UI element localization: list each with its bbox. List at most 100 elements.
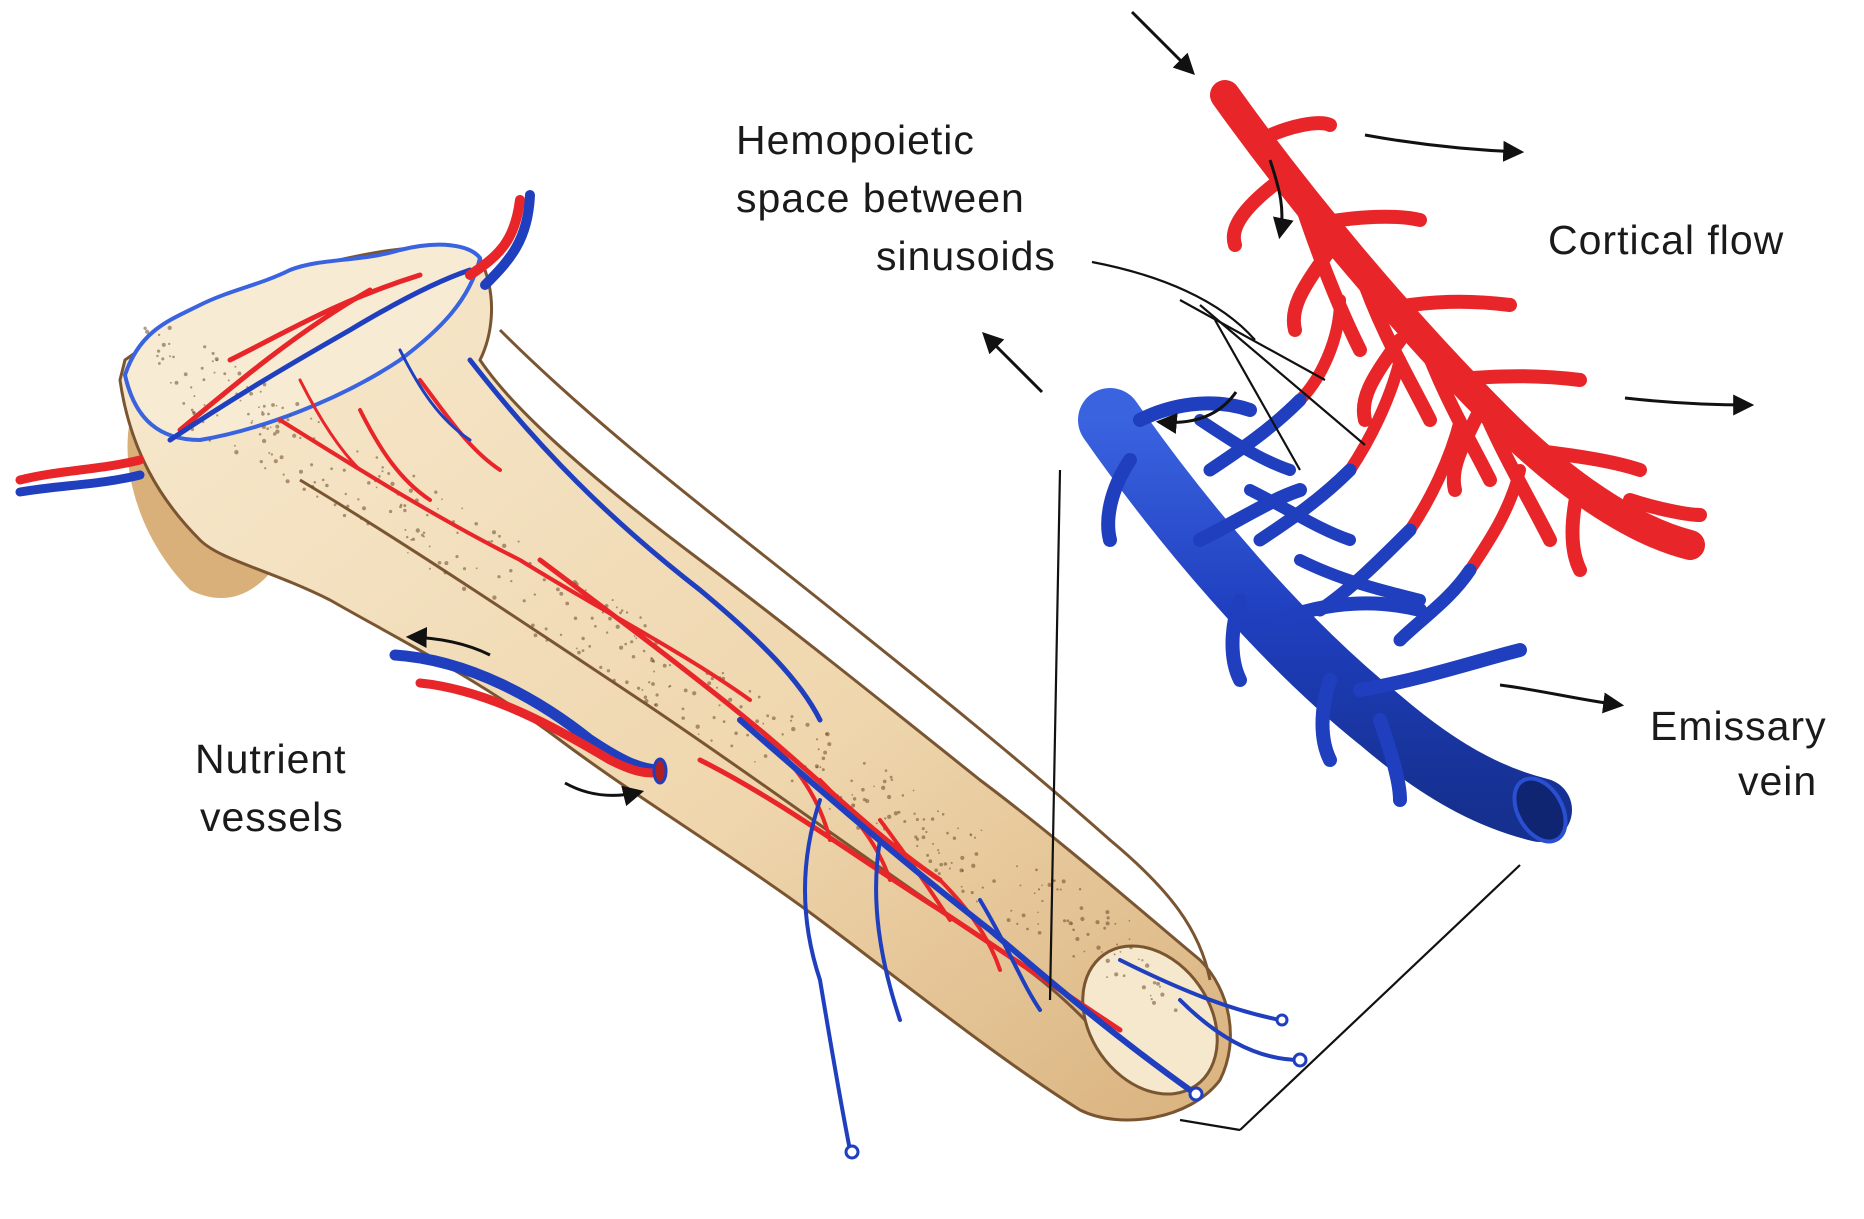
marrow-speckle (1106, 921, 1110, 925)
emissary-label-line1: Emissary (1650, 703, 1827, 749)
marrow-speckle (851, 794, 853, 796)
marrow-speckle (559, 592, 563, 596)
marrow-speckle (1038, 931, 1042, 935)
hemopoietic-label-line2: space between (736, 175, 1025, 221)
marrow-speckle (591, 617, 594, 620)
marrow-speckle (884, 817, 886, 819)
marrow-speckle (616, 606, 618, 608)
marrow-speckle (669, 685, 671, 687)
marrow-speckle (276, 405, 278, 407)
marrow-speckle (723, 720, 726, 723)
marrow-speckle (637, 687, 640, 690)
marrow-speckle (607, 669, 610, 672)
marrow-speckle (275, 425, 279, 429)
marrow-speckle (651, 682, 655, 686)
marrow-speckle (612, 599, 614, 601)
emissary-label-line2: vein (1738, 758, 1817, 804)
marrow-speckle (696, 725, 700, 729)
marrow-speckle (981, 829, 983, 831)
marrow-speckle (157, 349, 160, 352)
marrow-speckle (626, 611, 628, 613)
marrow-speckle (322, 479, 325, 482)
marrow-speckle (343, 514, 346, 517)
marrow-speckle (565, 602, 569, 606)
marrow-speckle (1066, 919, 1069, 922)
marrow-speckle (271, 453, 273, 455)
marrow-speckle (1056, 888, 1058, 890)
marrow-speckle (827, 742, 831, 746)
marrow-speckle (261, 412, 265, 416)
marrow-speckle (749, 690, 752, 693)
marrow-speckle (934, 868, 938, 872)
nutrient-label-line1: Nutrient (195, 736, 347, 782)
marrow-speckle (992, 879, 996, 883)
marrow-speckle (240, 400, 242, 402)
marrow-speckle (249, 392, 253, 396)
marrow-speckle (145, 330, 149, 334)
marrow-speckle (588, 645, 591, 648)
marrow-speckle (356, 450, 358, 452)
marrow-speckle (608, 617, 612, 621)
marrow-speckle (423, 531, 426, 534)
marrow-speckle (518, 541, 520, 543)
marrow-speckle (946, 832, 949, 835)
marrow-speckle (1072, 928, 1075, 931)
marrow-speckle (916, 838, 919, 841)
marrow-speckle (441, 498, 443, 500)
marrow-speckle (961, 890, 964, 893)
marrow-speckle (360, 517, 362, 519)
marrow-speckle (663, 664, 667, 668)
marrow-speckle (1105, 910, 1109, 914)
marrow-speckle (707, 681, 711, 685)
marrow-speckle (982, 886, 984, 888)
hemopoietic-label-line1: Hemopoietic (736, 117, 975, 163)
marrow-speckle (274, 459, 278, 463)
marrow-speckle (887, 795, 891, 799)
marrow-speckle (168, 343, 170, 345)
marrow-speckle (389, 510, 392, 513)
marrow-speckle (491, 540, 494, 543)
marrow-speckle (302, 488, 305, 491)
marrow-speckle (201, 367, 204, 370)
marrow-speckle (1152, 1001, 1156, 1005)
marrow-speckle (850, 780, 853, 783)
marrow-speckle (916, 818, 919, 821)
marrow-speckle (1037, 911, 1039, 913)
marrow-speckle (823, 751, 827, 755)
inflow-arrow (1132, 12, 1192, 72)
marrow-speckle (577, 651, 581, 655)
marrow-speckle (456, 532, 458, 534)
marrow-speckle (234, 445, 236, 447)
marrow-speckle (957, 827, 959, 829)
marrow-speckle (412, 475, 415, 478)
marrow-speckle (635, 637, 637, 639)
marrow-speckle (202, 378, 205, 381)
marrow-speckle (346, 505, 349, 508)
marrow-speckle (343, 469, 346, 472)
marrow-speckle (953, 837, 956, 840)
marrow-speckle (543, 578, 546, 581)
marrow-speckle (650, 657, 652, 659)
marrow-speckle (497, 575, 500, 578)
marrow-speckle (829, 808, 831, 810)
marrow-speckle (574, 617, 578, 621)
marrow-speckle (719, 704, 721, 706)
marrow-speckle (474, 522, 478, 526)
marrow-speckle (281, 407, 284, 410)
marrow-speckle (1114, 953, 1116, 955)
marrow-speckle (1034, 892, 1036, 894)
marrow-speckle (730, 744, 733, 747)
marrow-speckle (437, 508, 439, 510)
marrow-speckle (376, 456, 379, 459)
marrow-speckle (822, 756, 826, 760)
marrow-speckle (630, 640, 633, 643)
marrow-speckle (455, 555, 458, 558)
marrow-speckle (652, 660, 655, 663)
marrow-speckle (1007, 918, 1011, 922)
marrow-speckle (764, 754, 768, 758)
marrow-speckle (644, 695, 647, 698)
marrow-speckle (887, 815, 891, 819)
marrow-speckle (970, 834, 973, 837)
marrow-speckle (762, 723, 764, 725)
marrow-speckle (492, 595, 496, 599)
